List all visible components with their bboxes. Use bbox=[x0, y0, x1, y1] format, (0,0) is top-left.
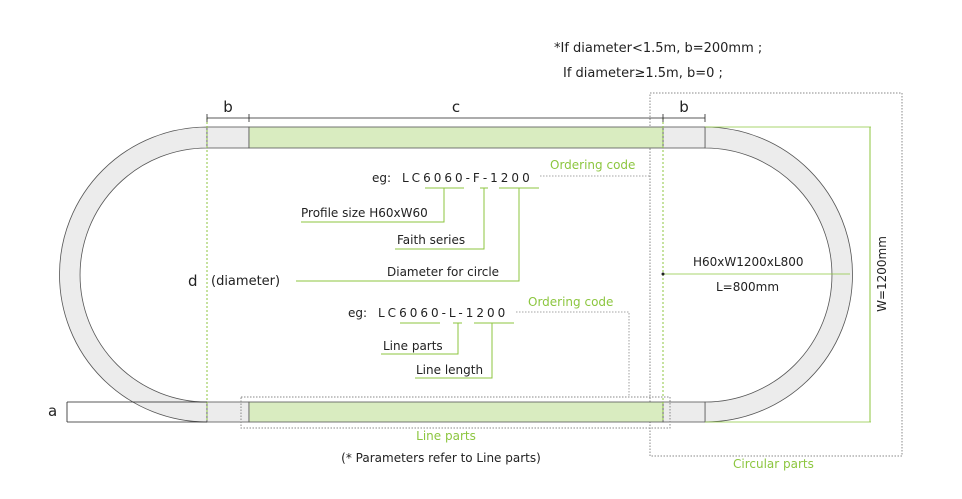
line-part-bottom bbox=[248, 401, 664, 423]
b-segment-top-right bbox=[662, 126, 706, 149]
order-top-eg: eg: bbox=[372, 171, 391, 185]
b-segment-top-left bbox=[206, 126, 250, 149]
order-bottom-line-length: Line length bbox=[416, 363, 483, 377]
order-bottom-code: LC6060-L-1200 bbox=[378, 306, 508, 320]
order-top-diameter: Diameter for circle bbox=[387, 265, 499, 279]
circular-spec: H60xW1200xL800 bbox=[693, 255, 804, 269]
circular-parts-label: Circular parts bbox=[733, 457, 814, 471]
note-small-diameter: *If diameter<1.5m, b=200mm ; bbox=[554, 41, 762, 56]
dim-a: a bbox=[48, 402, 57, 420]
order-bottom-eg: eg: bbox=[348, 306, 367, 320]
width-label: W=1200mm bbox=[875, 236, 889, 312]
dim-d: d bbox=[188, 272, 198, 290]
order-top-profile: Profile size H60xW60 bbox=[301, 206, 428, 220]
line-parts-note: (* Parameters refer to Line parts) bbox=[341, 451, 541, 465]
dim-d-suffix: (diameter) bbox=[211, 274, 280, 289]
left-semicircle bbox=[59, 126, 208, 423]
line-part-top bbox=[248, 126, 664, 149]
dim-b-left: b bbox=[223, 98, 233, 116]
line-parts-box bbox=[240, 396, 671, 429]
dim-c: c bbox=[452, 98, 460, 116]
note-large-diameter: If diameter≥1.5m, b=0 ; bbox=[563, 66, 723, 81]
circular-parts-box bbox=[649, 92, 903, 457]
order-top-code: LC6060-F-1200 bbox=[402, 171, 533, 185]
order-top-series: Faith series bbox=[397, 233, 465, 247]
dim-b-right: b bbox=[679, 98, 689, 116]
line-parts-label: Line parts bbox=[416, 429, 476, 443]
circular-length: L=800mm bbox=[716, 280, 779, 294]
order-bottom-line-parts: Line parts bbox=[383, 339, 443, 353]
b-segment-bottom-left bbox=[206, 401, 250, 423]
right-semicircle bbox=[704, 126, 853, 423]
b-segment-bottom-right bbox=[662, 401, 706, 423]
order-bottom-title: Ordering code bbox=[528, 295, 613, 309]
order-top-title: Ordering code bbox=[550, 158, 635, 172]
